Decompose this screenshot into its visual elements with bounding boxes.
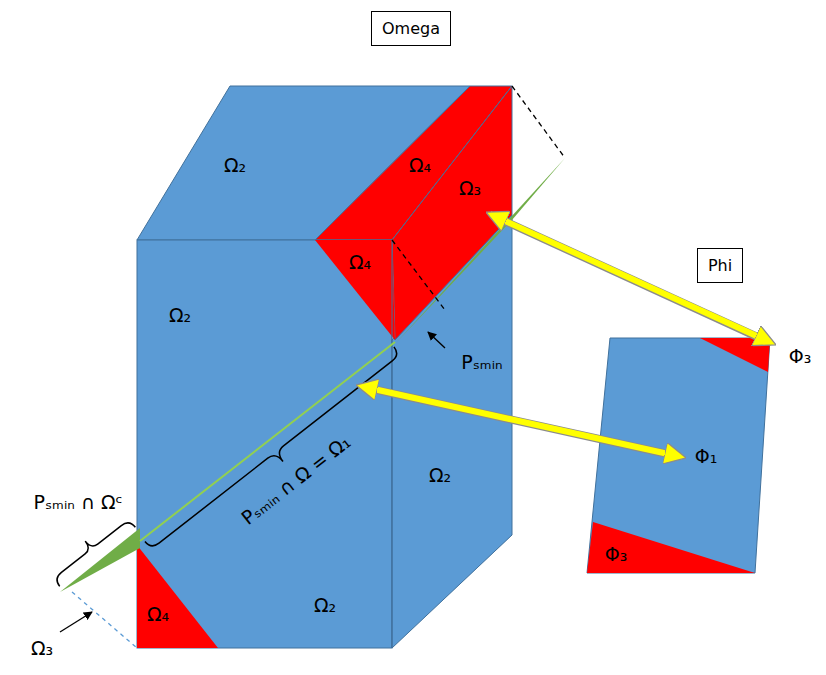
hidden-edge — [392, 240, 445, 310]
region-label: Ω₂ — [169, 305, 191, 326]
title-text: Phi — [708, 256, 732, 275]
plane-outside-part — [395, 158, 565, 344]
phi-red-region — [700, 338, 770, 372]
region-label: Ω₄ — [349, 252, 371, 273]
region-annotation: Pₛₘᵢₙ ∩ Ω = Ω₁ — [238, 431, 355, 529]
title-box: Phi — [697, 248, 743, 283]
region-label: Ω₃ — [31, 638, 53, 659]
region-annotation: Pₛₘᵢₙ — [461, 352, 502, 373]
region-label: Φ₃ — [605, 544, 628, 565]
region-label: Ω₂ — [314, 595, 336, 616]
brace — [47, 512, 135, 587]
title-box: Omega — [371, 11, 451, 46]
plane-outside-part — [60, 528, 140, 592]
region-label: Ω₂ — [429, 465, 451, 486]
region-label: Ω₃ — [459, 178, 481, 199]
bottom-red-triangle — [137, 545, 218, 648]
region-label: Φ₁ — [695, 446, 718, 467]
box-edge — [392, 240, 393, 648]
correspondence-arrow — [360, 386, 682, 457]
brace — [145, 347, 408, 559]
correspondence-arrow — [490, 214, 772, 343]
leader-arrow — [428, 332, 445, 348]
region-label: Ω₄ — [409, 155, 431, 176]
plane-trace — [140, 342, 395, 541]
region-annotation: Pₛₘᵢₙ ∩ Ωᶜ — [34, 492, 123, 513]
title-text: Omega — [382, 19, 440, 38]
hidden-edge — [512, 86, 565, 158]
region-label: Ω₄ — [147, 604, 169, 625]
region-label: Φ₃ — [789, 346, 812, 367]
front-red-triangle — [315, 240, 395, 340]
region-label: Ω₂ — [224, 155, 246, 176]
leader-arrow — [60, 612, 92, 632]
phi-red-region — [587, 522, 755, 573]
hidden-edge — [72, 592, 137, 648]
